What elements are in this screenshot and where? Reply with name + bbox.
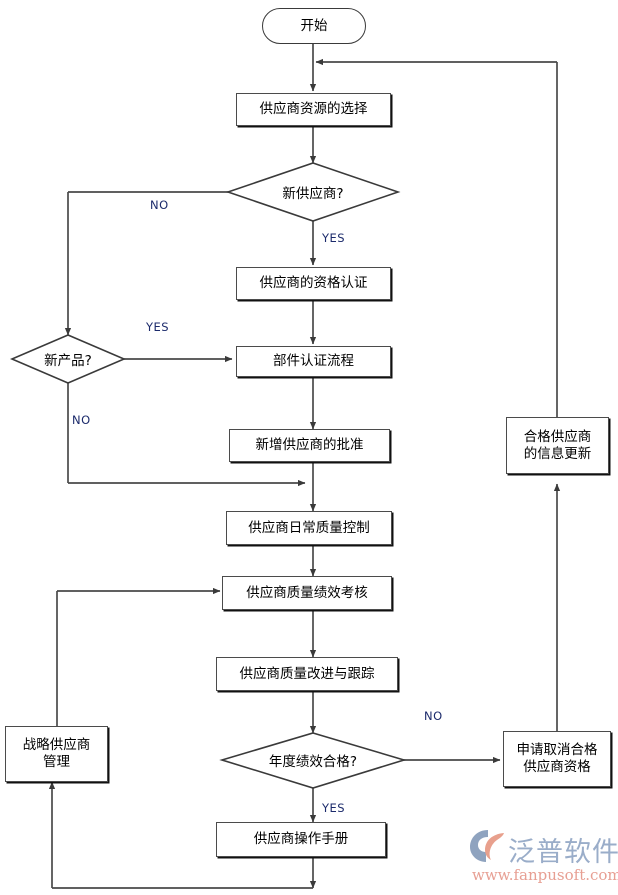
- node-start[interactable]: 开始: [262, 8, 366, 44]
- node-quality-performance-review-label: 供应商质量绩效考核: [246, 584, 368, 601]
- node-quality-performance-review[interactable]: 供应商质量绩效考核: [222, 576, 392, 610]
- node-quality-improvement-tracking-label: 供应商质量改进与跟踪: [239, 665, 375, 682]
- edge-label-new-product-yes: YES: [146, 320, 170, 334]
- edge-label-new-supplier-no: NO: [150, 198, 169, 212]
- node-strategic-supplier-management-label: 战略供应商 管理: [22, 737, 91, 770]
- node-daily-quality-control[interactable]: 供应商日常质量控制: [226, 511, 392, 545]
- node-supplier-operation-manual-label: 供应商操作手册: [253, 831, 349, 848]
- node-qualified-supplier-info-update-label: 合格供应商 的信息更新: [523, 428, 592, 462]
- node-new-supplier-approval-label: 新增供应商的批准: [255, 437, 364, 454]
- node-new-supplier-approval[interactable]: 新增供应商的批准: [229, 429, 390, 462]
- node-supplier-resource-selection-label: 供应商资源的选择: [259, 101, 368, 118]
- node-supplier-resource-selection[interactable]: 供应商资源的选择: [236, 93, 391, 126]
- node-strategic-supplier-management[interactable]: 战略供应商 管理: [5, 726, 108, 782]
- decision-annual-performance: [219, 732, 407, 789]
- decision-new-product: [9, 334, 127, 384]
- edge-label-new-product-no: NO: [72, 413, 91, 427]
- node-daily-quality-control-label: 供应商日常质量控制: [248, 519, 370, 536]
- edge-label-annual-no: NO: [424, 709, 443, 723]
- edge-label-annual-yes: YES: [322, 801, 346, 815]
- decision-new-supplier: [225, 162, 401, 222]
- node-supplier-qualification-label: 供应商的资格认证: [259, 275, 368, 292]
- edge-label-new-supplier-yes: YES: [322, 231, 346, 245]
- node-cancel-qualified-supplier[interactable]: 申请取消合格 供应商资格: [503, 731, 611, 787]
- node-supplier-operation-manual[interactable]: 供应商操作手册: [216, 822, 386, 857]
- node-part-certification-process[interactable]: 部件认证流程: [236, 346, 391, 377]
- node-qualified-supplier-info-update[interactable]: 合格供应商 的信息更新: [506, 417, 609, 474]
- node-cancel-qualified-supplier-label: 申请取消合格 供应商资格: [516, 742, 598, 775]
- node-part-certification-process-label: 部件认证流程: [273, 353, 354, 370]
- node-start-label: 开始: [300, 17, 328, 34]
- node-supplier-qualification[interactable]: 供应商的资格认证: [236, 267, 391, 300]
- node-quality-improvement-tracking[interactable]: 供应商质量改进与跟踪: [216, 657, 398, 691]
